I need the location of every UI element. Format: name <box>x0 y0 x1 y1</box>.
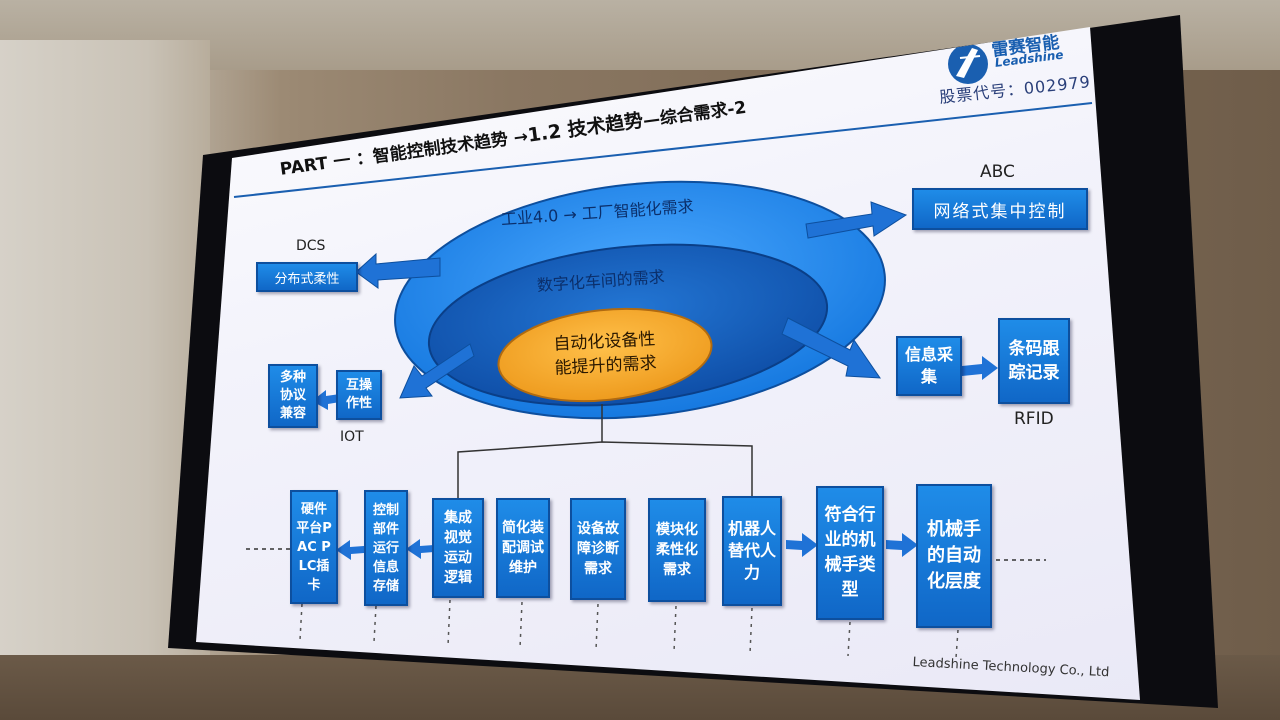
arrow-interop-to-protocol <box>312 390 340 410</box>
arrow-to-info-collect <box>781 317 881 379</box>
arrow-info-to-barcode <box>962 356 998 380</box>
label-iot: IOT <box>340 429 364 445</box>
box-multi-protocol: 多种协议兼容 <box>268 364 318 428</box>
arrow-to-network <box>805 201 908 239</box>
bottom-box-4: 简化装配调试维护 <box>496 498 550 598</box>
bottom-box-7: 机器人替代人力 <box>722 496 782 606</box>
box-network-control: 网络式集中控制 <box>912 188 1088 230</box>
box-barcode-tracking: 条码跟踪记录 <box>998 318 1070 404</box>
inner-ellipse-label: 自动化设备性 能提升的需求 <box>539 327 671 382</box>
header-divider <box>233 102 1093 198</box>
box-info-collect: 信息采集 <box>896 336 962 396</box>
dash-verticals <box>299 599 959 659</box>
bottom-box-2: 控制部件运行信息存储 <box>364 490 408 606</box>
arrow-to-interop <box>399 343 475 399</box>
bottom-box-8: 符合行业的机械手类型 <box>816 486 884 620</box>
arrow-b3-b2 <box>406 539 434 559</box>
bottom-box-1: 硬件平台PAC PLC插卡 <box>290 490 338 604</box>
box-distributed: 分布式柔性 <box>256 262 358 292</box>
label-rfid: RFID <box>1014 409 1054 429</box>
box-interop: 互操作性 <box>336 370 382 420</box>
arrow-to-distributed <box>355 252 441 289</box>
bottom-box-9: 机械手的自动化层度 <box>916 484 992 628</box>
arrow-b8-b9 <box>886 533 918 557</box>
bottom-box-6: 模块化柔性化需求 <box>648 498 706 602</box>
arrow-b7-b8 <box>786 533 818 557</box>
arrow-b2-b1 <box>336 540 364 560</box>
bottom-box-5: 设备故障诊断需求 <box>570 498 626 600</box>
leadshine-logo-icon <box>948 44 988 84</box>
label-dcs: DCS <box>296 238 326 254</box>
label-abc: ABC <box>980 162 1015 182</box>
inner-ellipse <box>497 307 713 403</box>
connector-bracket <box>457 441 753 500</box>
bottom-box-3: 集成视觉运动逻辑 <box>432 498 484 598</box>
